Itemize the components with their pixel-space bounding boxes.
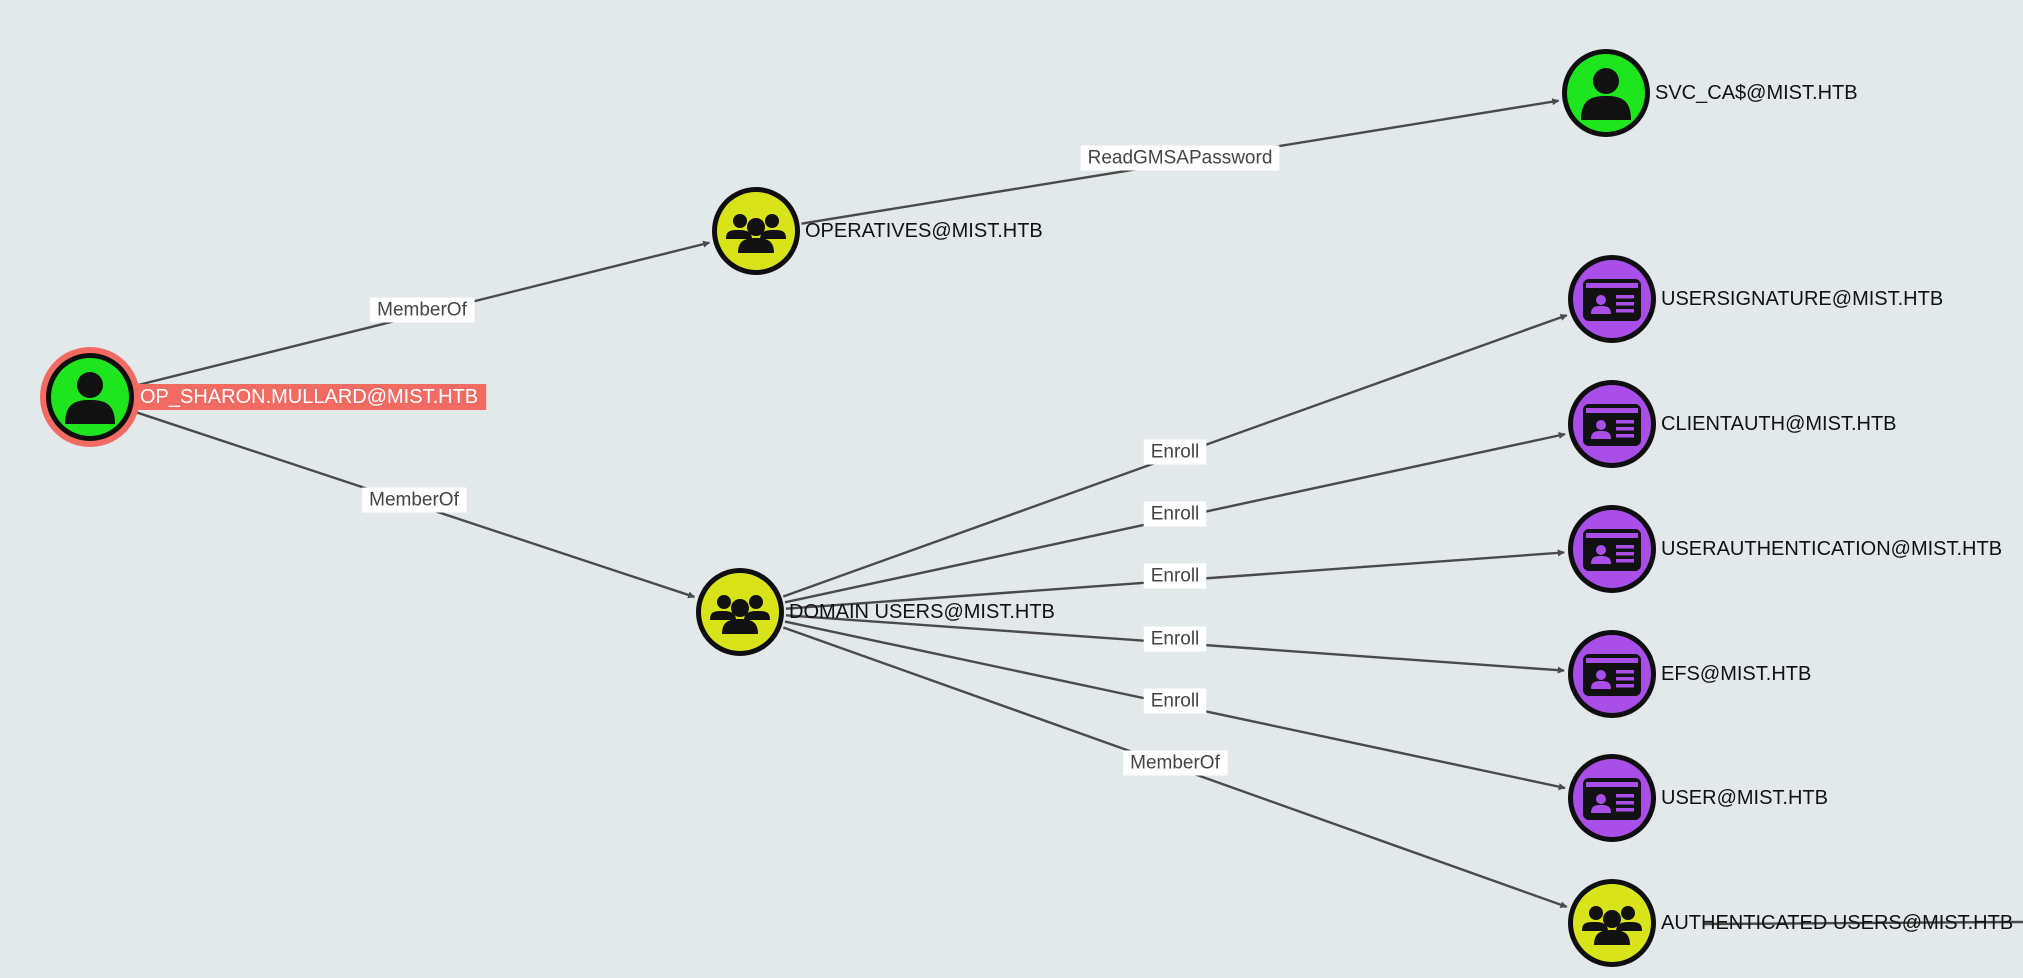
group-icon (726, 214, 786, 253)
node-label-text: EFS@MIST.HTB (1661, 663, 1811, 685)
edge-label-background (1143, 563, 1207, 589)
user-icon (65, 372, 115, 424)
edge-label[interactable]: MemberOf (1123, 750, 1228, 776)
node-label[interactable]: AUTHENTICATED USERS@MIST.HTB (1661, 912, 2013, 934)
edge-label-text: ReadGMSAPassword (1088, 148, 1273, 169)
node-efs[interactable]: EFS@MIST.HTB (1568, 630, 1811, 718)
node-label-text: USERAUTHENTICATION@MIST.HTB (1661, 538, 2002, 560)
edge-label-text: MemberOf (1130, 753, 1220, 774)
certificate-template-icon (1583, 654, 1641, 696)
node-label-text: USERSIGNATURE@MIST.HTB (1661, 288, 1943, 310)
node-label[interactable]: CLIENTAUTH@MIST.HTB (1661, 413, 1897, 435)
edge-label[interactable]: ReadGMSAPassword (1080, 145, 1280, 171)
edge-label[interactable]: Enroll (1143, 688, 1207, 714)
node-label-text: USER@MIST.HTB (1661, 787, 1828, 809)
edge-label[interactable]: MemberOf (362, 487, 467, 513)
node-label-text: AUTHENTICATED USERS@MIST.HTB (1661, 912, 2013, 934)
node-label[interactable]: USER@MIST.HTB (1661, 787, 1828, 809)
node-label-highlight (138, 384, 487, 410)
edge-label[interactable]: Enroll (1143, 563, 1207, 589)
edge-label-background (362, 487, 467, 513)
group-icon (710, 595, 770, 634)
edge-label[interactable]: Enroll (1143, 626, 1207, 652)
node-userauthentication[interactable]: USERAUTHENTICATION@MIST.HTB (1568, 505, 2002, 593)
certificate-template-icon (1583, 279, 1641, 321)
edge-label[interactable]: Enroll (1143, 501, 1207, 527)
node-label-text: SVC_CA$@MIST.HTB (1655, 82, 1858, 104)
edge-label-text: Enroll (1151, 629, 1200, 650)
edge-label-text: MemberOf (377, 300, 467, 321)
edge-label-text: Enroll (1151, 566, 1200, 587)
node-label[interactable]: DOMAIN USERS@MIST.HTB (789, 601, 1055, 623)
node-usersignature[interactable]: USERSIGNATURE@MIST.HTB (1568, 255, 1943, 343)
node-label[interactable]: USERSIGNATURE@MIST.HTB (1661, 288, 1943, 310)
edge-label-text: Enroll (1151, 504, 1200, 525)
edge-label-text: Enroll (1151, 691, 1200, 712)
edge-label-background (1143, 688, 1207, 714)
edge-label[interactable]: MemberOf (370, 297, 475, 323)
edge-label[interactable]: Enroll (1143, 439, 1207, 465)
node-label[interactable]: EFS@MIST.HTB (1661, 663, 1811, 685)
group-icon (1582, 906, 1642, 945)
certificate-template-icon (1583, 404, 1641, 446)
user-icon (1581, 68, 1631, 120)
edge-label-background (1123, 750, 1228, 776)
node-svc-ca[interactable]: SVC_CA$@MIST.HTB (1562, 49, 1858, 137)
node-clientauth[interactable]: CLIENTAUTH@MIST.HTB (1568, 380, 1897, 468)
edge-label-background (370, 297, 475, 323)
node-user[interactable]: USER@MIST.HTB (1568, 754, 1828, 842)
edge-label-background (1080, 145, 1280, 171)
edge-label-background (1143, 626, 1207, 652)
edge-label-text: Enroll (1151, 442, 1200, 463)
node-domain-users[interactable]: DOMAIN USERS@MIST.HTB (696, 568, 1055, 656)
certificate-template-icon (1583, 778, 1641, 820)
node-label-text: OP_SHARON.MULLARD@MIST.HTB (140, 386, 478, 408)
node-auth-users[interactable]: AUTHENTICATED USERS@MIST.HTB (1568, 879, 2013, 967)
certificate-template-icon (1583, 529, 1641, 571)
edge-label-text: MemberOf (369, 490, 459, 511)
node-label-text: OPERATIVES@MIST.HTB (805, 220, 1043, 242)
node-label-text: DOMAIN USERS@MIST.HTB (789, 601, 1055, 623)
edge-label-background (1143, 501, 1207, 527)
node-operatives[interactable]: OPERATIVES@MIST.HTB (712, 187, 1043, 275)
node-label-text: CLIENTAUTH@MIST.HTB (1661, 413, 1897, 435)
edge-offscreen (1702, 920, 2023, 926)
node-label[interactable]: SVC_CA$@MIST.HTB (1655, 82, 1858, 104)
node-label[interactable]: USERAUTHENTICATION@MIST.HTB (1661, 538, 2002, 560)
node-sharon[interactable]: OP_SHARON.MULLARD@MIST.HTB (40, 347, 487, 447)
node-label[interactable]: OP_SHARON.MULLARD@MIST.HTB (138, 384, 487, 410)
edge-label-background (1143, 439, 1207, 465)
node-label[interactable]: OPERATIVES@MIST.HTB (805, 220, 1043, 242)
